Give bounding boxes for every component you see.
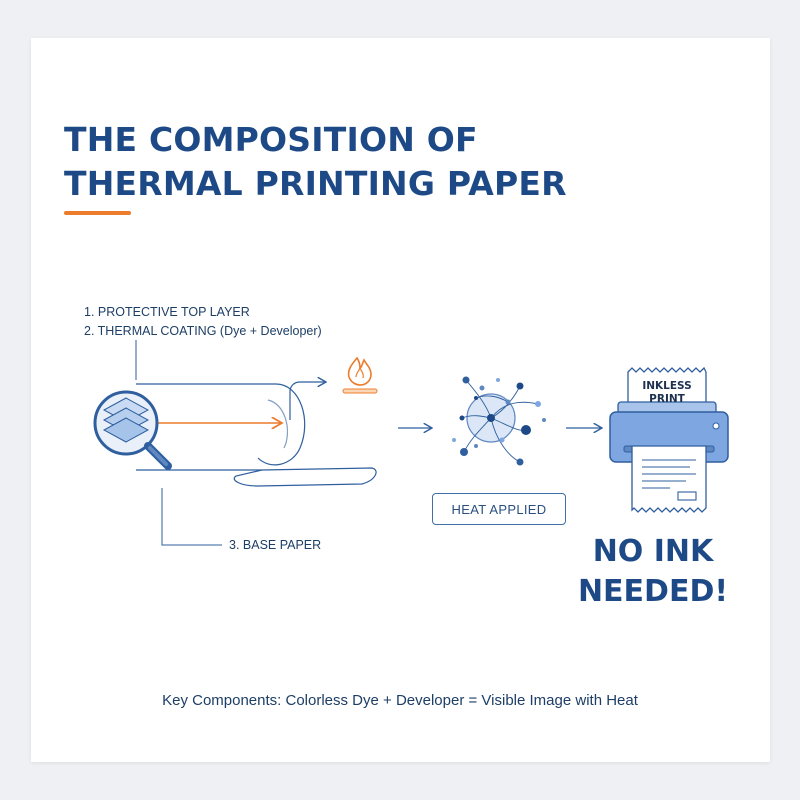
layer-label-base-paper: 3. BASE PAPER [229, 538, 322, 552]
title-line-2: THERMAL PRINTING PAPER [64, 164, 567, 203]
layer-label-thermal-coating: 2. THERMAL COATING (Dye + Developer) [84, 324, 322, 338]
page-title: THE COMPOSITION OF THERMAL PRINTING PAPE… [64, 118, 624, 206]
footer-caption: Key Components: Colorless Dye + Develope… [162, 692, 638, 709]
title-line-1: THE COMPOSITION OF [64, 120, 478, 159]
title-accent-bar [64, 211, 131, 215]
paper-roll-illustration [136, 383, 377, 487]
molecule-icon [452, 376, 546, 466]
layer-label-protective: 1. PROTECTIVE TOP LAYER [84, 305, 250, 319]
printer-icon [609, 366, 729, 513]
receipt-text-line-1: INKLESS [642, 380, 691, 392]
label-leader-lines [135, 340, 222, 546]
no-ink-callout: NO INK NEEDED! [562, 532, 744, 612]
magnifier-icon [93, 390, 172, 470]
receipt-text-line-2: PRINT [649, 393, 685, 405]
no-ink-line-2: NEEDED! [577, 574, 729, 609]
no-ink-line-1: NO INK [592, 534, 714, 569]
flame-icon [342, 356, 378, 394]
heat-arrow-up [289, 382, 326, 420]
heat-applied-label: HEAT APPLIED [451, 501, 547, 517]
heat-applied-box: HEAT APPLIED [432, 493, 566, 525]
